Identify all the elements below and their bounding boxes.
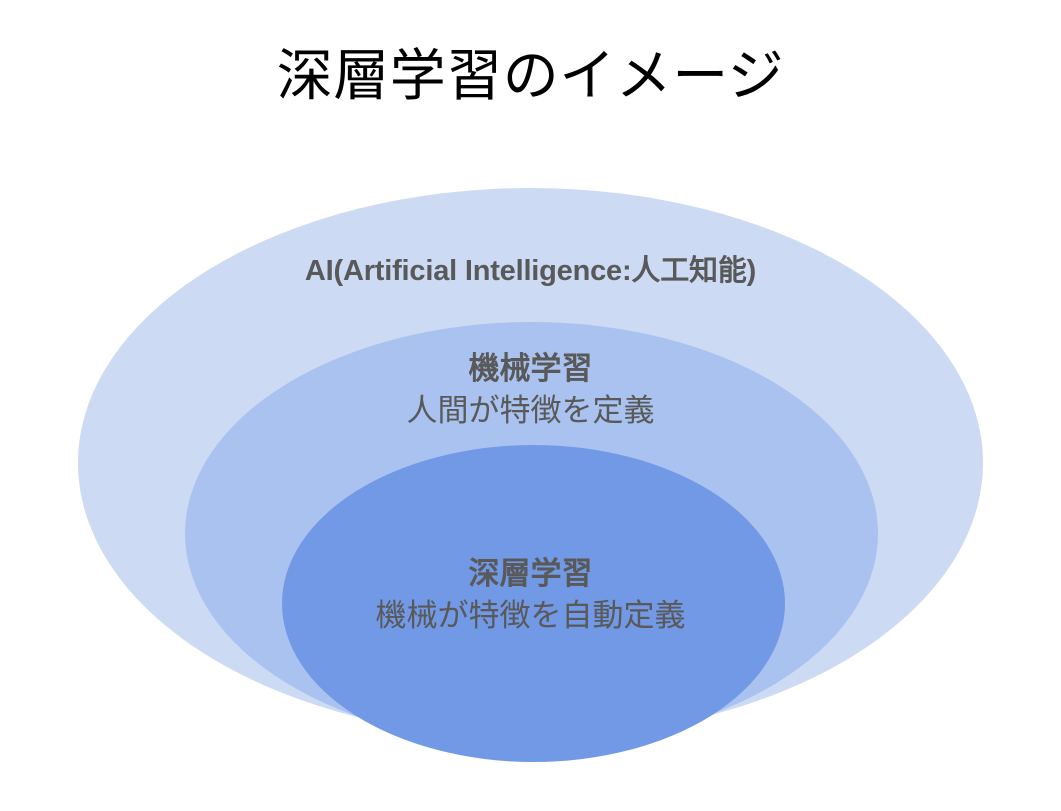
label-machine-learning: 機械学習 人間が特徴を定義 — [0, 348, 1061, 432]
label-deep-learning-heading: 深層学習 — [468, 556, 593, 591]
label-deep-learning-sublabel: 機械が特徴を自動定義 — [375, 598, 686, 633]
label-machine-learning-heading: 機械学習 — [468, 351, 593, 386]
ellipse-deep-learning — [282, 445, 785, 762]
label-ai: AI(Artificial Intelligence:人工知能) — [0, 252, 1061, 290]
label-deep-learning: 深層学習 機械が特徴を自動定義 — [0, 553, 1061, 637]
page-title: 深層学習のイメージ — [276, 44, 785, 107]
label-machine-learning-sublabel: 人間が特徴を定義 — [406, 393, 655, 428]
label-ai-heading: AI(Artificial Intelligence:人工知能) — [304, 255, 757, 287]
